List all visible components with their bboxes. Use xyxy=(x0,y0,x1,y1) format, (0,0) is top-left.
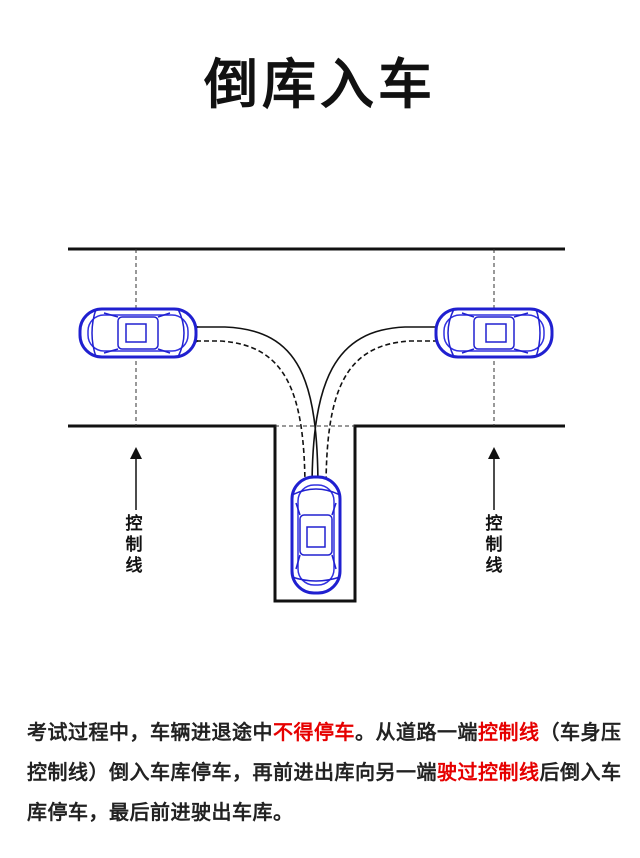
car-left xyxy=(78,307,198,359)
control-lines xyxy=(135,249,495,427)
desc-highlight: 不得停车 xyxy=(273,720,355,744)
desc-highlight: 控制线 xyxy=(478,720,540,744)
desc-highlight: 驶过控制线 xyxy=(437,760,540,784)
car-garage xyxy=(290,475,342,595)
page-title: 倒库入车 xyxy=(204,53,436,116)
description-text: 考试过程中，车辆进退途中不得停车。从道路一端控制线（车身压控制线）倒入车库停车，… xyxy=(27,712,627,832)
desc-seg: 考试过程中，车辆进退途中 xyxy=(27,720,273,744)
desc-seg: （车身压控制线）倒入车库停车，再前进出库向另一端 xyxy=(27,720,622,784)
right-control-line-label: 控制线 xyxy=(485,514,503,576)
car-right xyxy=(434,307,554,359)
desc-seg: 后倒入车库停车，最后前进驶出车库。 xyxy=(27,760,622,824)
left-control-line-label: 控制线 xyxy=(125,514,143,576)
parking-diagram xyxy=(68,247,565,603)
control-line-arrows xyxy=(130,447,500,510)
desc-seg: 。从道路一端 xyxy=(355,720,478,744)
path-curves xyxy=(186,320,448,491)
road-edges xyxy=(68,247,565,603)
